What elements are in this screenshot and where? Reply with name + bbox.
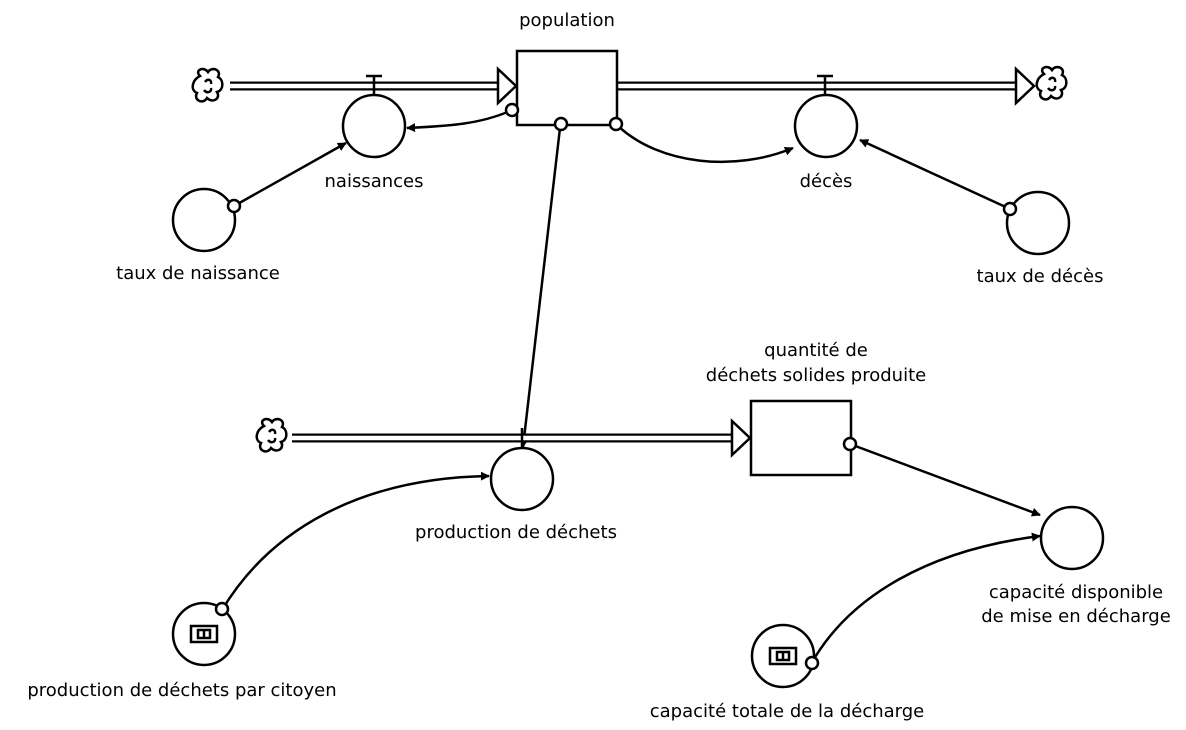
- waste-per-citizen-constant[interactable]: [171, 601, 237, 667]
- deaths-label: décès: [800, 171, 853, 192]
- population-stock[interactable]: [515, 49, 619, 127]
- waste-per-citizen-label: production de déchets par citoyen: [27, 680, 336, 701]
- waste-stock-label-line2: déchets solides produite: [706, 365, 926, 386]
- population-label: population: [519, 10, 615, 31]
- connector-population-to-births: [406, 102, 520, 133]
- birth-rate-label: taux de naissance: [116, 263, 280, 284]
- available-capacity-label-line1: capacité disponible: [989, 582, 1163, 603]
- waste-quantity-stock[interactable]: [749, 399, 853, 477]
- cloud-source-icon: [191, 67, 224, 103]
- waste-stock-label-line1: quantité de: [764, 340, 868, 361]
- births-flow[interactable]: [341, 93, 407, 159]
- cloud-source-icon: [255, 417, 288, 453]
- connector-population-to-deaths: [608, 116, 794, 164]
- total-landfill-capacity-label: capacité totale de la décharge: [650, 701, 924, 722]
- death-rate-aux[interactable]: [1005, 190, 1071, 256]
- connector-per-citizen-to-waste-production: [214, 471, 490, 617]
- valve-icon: [366, 74, 382, 96]
- available-capacity-label-line2: de mise en décharge: [981, 606, 1171, 627]
- waste-production-flow-pipe: [292, 418, 752, 458]
- connector-birthrate-to-births: [226, 141, 347, 214]
- death-rate-label: taux de décès: [977, 266, 1104, 287]
- connector-waste-stock-to-capacity: [842, 436, 1041, 517]
- valve-icon: [817, 74, 833, 96]
- connector-total-capacity-to-available-capacity: [804, 532, 1041, 671]
- waste-production-flow[interactable]: [489, 446, 555, 512]
- connector-population-to-waste-production: [519, 116, 569, 448]
- birth-rate-aux[interactable]: [171, 187, 237, 253]
- deaths-flow-pipe: [618, 66, 1036, 106]
- deaths-flow[interactable]: [793, 93, 859, 159]
- available-capacity-aux[interactable]: [1039, 505, 1105, 571]
- births-flow-pipe: [230, 66, 518, 106]
- waste-production-label: production de déchets: [415, 522, 617, 543]
- connector-deathrate-to-deaths: [859, 138, 1018, 217]
- births-label: naissances: [325, 171, 424, 192]
- cloud-sink-icon: [1035, 65, 1068, 101]
- total-landfill-capacity-constant[interactable]: [750, 623, 816, 689]
